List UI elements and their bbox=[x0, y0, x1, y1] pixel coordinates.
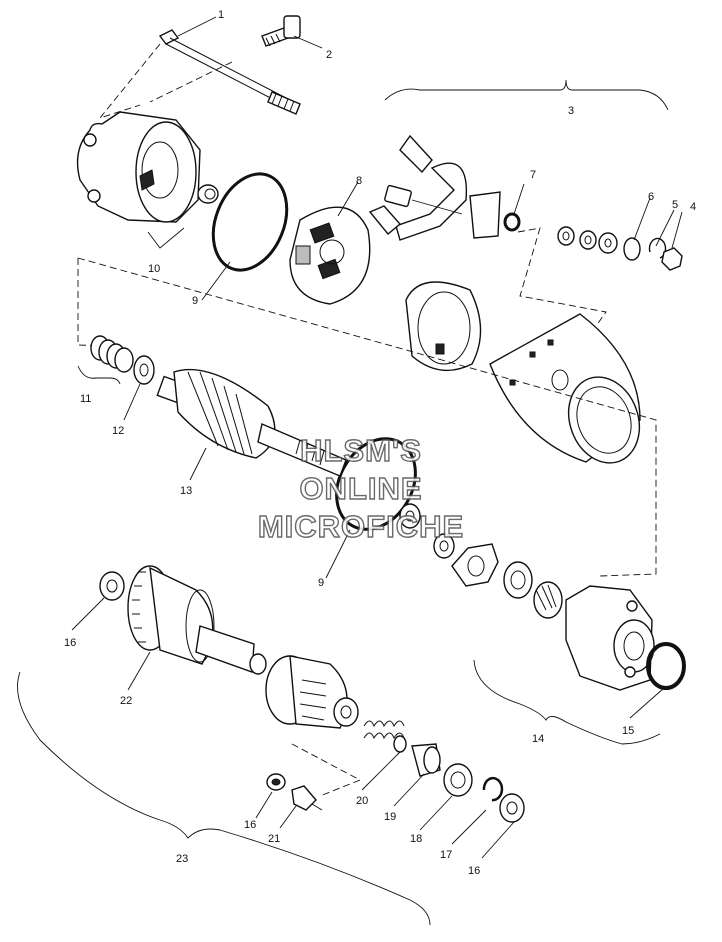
pinion-gear bbox=[265, 655, 359, 729]
pinion-stopper bbox=[411, 743, 441, 777]
callout-13: 13 bbox=[180, 485, 192, 497]
needle-bearing bbox=[533, 581, 563, 619]
pinion-spring bbox=[363, 720, 407, 753]
callout-15: 15 bbox=[622, 725, 634, 737]
lock-plate bbox=[451, 543, 499, 587]
callout-4: 4 bbox=[690, 201, 696, 213]
callout-16-upper: 16 bbox=[64, 637, 76, 649]
clutch-gear bbox=[127, 565, 267, 675]
callout-2: 2 bbox=[326, 49, 332, 61]
thrust-washer-front bbox=[433, 533, 455, 559]
washer-bolt-set bbox=[266, 743, 362, 811]
bushing bbox=[197, 184, 219, 204]
brush-assembly bbox=[368, 134, 501, 241]
stopper-ring bbox=[443, 763, 473, 797]
thrust-washer bbox=[133, 355, 155, 385]
callout-9-lower: 9 bbox=[318, 577, 324, 589]
callout-5: 5 bbox=[672, 199, 678, 211]
callout-11: 11 bbox=[80, 393, 91, 405]
callout-17: 17 bbox=[440, 849, 452, 861]
callout-16-end: 16 bbox=[468, 865, 480, 877]
callout-20: 20 bbox=[356, 795, 368, 807]
callout-3: 3 bbox=[568, 105, 574, 117]
callout-21: 21 bbox=[268, 833, 280, 845]
callout-12: 12 bbox=[112, 425, 124, 437]
callout-22: 22 bbox=[120, 695, 132, 707]
watermark-line-3: MICROFICHE bbox=[257, 509, 465, 544]
leader-lines bbox=[71, 16, 683, 859]
end-washer bbox=[499, 793, 525, 823]
washer-stack bbox=[557, 226, 618, 254]
callout-8: 8 bbox=[356, 175, 362, 187]
oil-seal bbox=[503, 561, 533, 599]
yoke-housing bbox=[489, 313, 641, 464]
callout-16-lower: 16 bbox=[244, 819, 256, 831]
o-ring-upper bbox=[211, 172, 289, 272]
through-bolt bbox=[158, 29, 301, 115]
callout-6: 6 bbox=[648, 191, 654, 203]
o-ring-lower bbox=[335, 437, 417, 531]
callout-10: 10 bbox=[148, 263, 160, 275]
front-bracket bbox=[565, 585, 655, 691]
washer bbox=[623, 237, 641, 261]
snap-ring-pinion bbox=[482, 776, 504, 802]
callout-14: 14 bbox=[532, 733, 544, 745]
clutch-washer bbox=[99, 571, 125, 601]
watermark-line-2: ONLINE bbox=[299, 471, 423, 506]
watermark-line-1: HLSM'S bbox=[299, 433, 422, 468]
callout-19: 19 bbox=[384, 811, 396, 823]
rear-cover bbox=[76, 111, 201, 223]
brush-holder-plate bbox=[289, 206, 371, 305]
seal-washer bbox=[399, 503, 421, 529]
callout-18: 18 bbox=[410, 833, 422, 845]
callout-7: 7 bbox=[530, 169, 536, 181]
terminal-nut bbox=[661, 247, 683, 271]
brush-holder-ring bbox=[405, 281, 482, 372]
callout-23: 23 bbox=[176, 853, 188, 865]
callout-numbers: 1 2 3 4 5 6 7 8 9 9 10 11 12 13 14 15 16… bbox=[64, 9, 696, 877]
callout-1: 1 bbox=[218, 9, 224, 21]
o-ring-front bbox=[646, 642, 686, 690]
shim-set bbox=[90, 335, 134, 373]
armature bbox=[156, 368, 347, 477]
snap-ring bbox=[503, 212, 521, 232]
mounting-screw bbox=[261, 15, 301, 47]
callout-9-upper: 9 bbox=[192, 295, 198, 307]
